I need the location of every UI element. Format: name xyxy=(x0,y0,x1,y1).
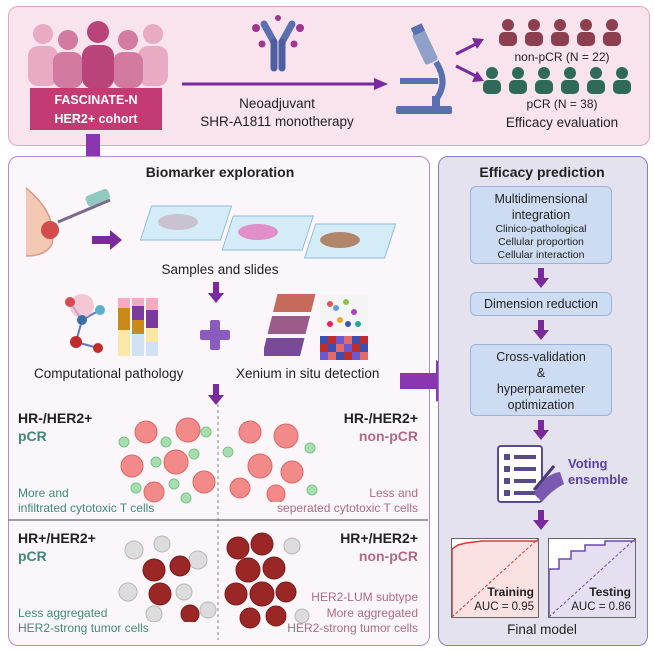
training-roc-plot: Training AUC = 0.95 xyxy=(451,538,539,618)
top-flow-arrow xyxy=(182,78,388,90)
integration-title-line2: integration xyxy=(511,208,571,222)
plus-icon xyxy=(200,320,230,350)
integration-title-line1: Multidimensional xyxy=(494,192,588,206)
q1-response-label: pCR xyxy=(18,428,47,444)
samples-label: Samples and slides xyxy=(161,262,279,277)
q4-response-label: non-pCR xyxy=(358,548,418,564)
training-label: Training xyxy=(487,585,534,599)
xenium-label: Xenium in situ detection xyxy=(236,366,380,381)
microscope-icon xyxy=(396,23,452,114)
dimension-reduction-box: Dimension reduction xyxy=(470,292,612,316)
q4-subtype-label: HR+/HER2+ xyxy=(340,530,418,546)
samples-down-arrow xyxy=(208,282,224,303)
treatment-label: Neoadjuvant SHR-A1811 monotherapy xyxy=(192,95,362,131)
efficacy-evaluation-label: Efficacy evaluation xyxy=(505,115,619,130)
cv-line4: optimization xyxy=(507,398,575,412)
integration-item-3: Cellular interaction xyxy=(497,249,585,261)
voting-line1: Voting xyxy=(568,456,608,471)
q1-cells-illustration xyxy=(118,417,216,504)
q2-response-label: non-pCR xyxy=(358,428,418,444)
integration-item-2: Cellular proportion xyxy=(498,236,584,248)
flow-arrow-4 xyxy=(533,510,549,530)
training-auc: AUC = 0.95 xyxy=(474,601,534,613)
testing-roc-plot: Testing AUC = 0.86 xyxy=(548,538,636,618)
cell-network-icon xyxy=(65,294,105,353)
flow-arrow-1 xyxy=(533,268,549,288)
testing-auc: AUC = 0.86 xyxy=(571,601,631,613)
testing-label: Testing xyxy=(589,585,631,599)
flow-arrow-2 xyxy=(533,320,549,340)
xenium-tissue-stack-icon xyxy=(264,294,316,356)
pcr-count-label: pCR (N = 38) xyxy=(526,97,598,111)
cross-validation-box: Cross-validation & hyperparameter optimi… xyxy=(470,344,612,416)
quadrant-dividers xyxy=(8,404,428,640)
q3-response-label: pCR xyxy=(18,548,47,564)
xenium-umap-icon xyxy=(320,294,368,332)
cohort-line2: HER2+ cohort xyxy=(54,112,138,126)
q3-subtype-label: HR+/HER2+ xyxy=(18,530,96,546)
integration-item-1: Clinico-pathological xyxy=(495,223,587,235)
cv-line2: & xyxy=(536,366,546,380)
antibody-drug-conjugate-icon xyxy=(252,15,304,72)
q1-subtype-label: HR-/HER2+ xyxy=(18,410,93,426)
biomarker-title: Biomarker exploration xyxy=(145,164,295,180)
stacked-bar-icon xyxy=(118,298,158,356)
q4-description: More aggregated HER2-strong tumor cells xyxy=(238,606,418,636)
prediction-title: Efficacy prediction xyxy=(479,164,605,180)
q2-desc-line2: seperated cytotoxic T cells xyxy=(277,501,418,515)
cv-line3: hyperparameter xyxy=(496,382,586,396)
q4-desc-line1: More aggregated xyxy=(326,606,418,620)
q3-desc-line1: Less aggregated xyxy=(18,606,108,620)
patient-crowd-icon xyxy=(28,21,168,89)
q2-subtype-label: HR-/HER2+ xyxy=(343,410,418,426)
integration-box: Multidimensional integration Clinico-pat… xyxy=(470,186,612,264)
q4-desc-line2: HER2-strong tumor cells xyxy=(287,621,418,635)
cohort-line1: FASCINATE-N xyxy=(54,93,138,107)
q1-description: More and infiltrated cytotoxic T cells xyxy=(18,486,154,516)
q3-desc-line2: HER2-strong tumor cells xyxy=(18,621,149,635)
npcr-count-label: non-pCR (N = 22) xyxy=(514,50,610,64)
voting-ensemble-label: Voting ensemble xyxy=(568,456,628,488)
treatment-line1: Neoadjuvant xyxy=(239,96,315,111)
tissue-slides-icon xyxy=(139,205,397,259)
outcome-split-arrows xyxy=(455,38,484,82)
q1-desc-line2: infiltrated cytotoxic T cells xyxy=(18,501,155,515)
q4-subtype-note: HER2-LUM subtype xyxy=(311,590,418,604)
computational-pathology-label: Computational pathology xyxy=(34,366,184,381)
q4-cells-illustration xyxy=(224,532,310,629)
breast-biopsy-icon xyxy=(25,187,122,257)
final-model-label: Final model xyxy=(507,622,577,637)
q3-description: Less aggregated HER2-strong tumor cells xyxy=(18,606,149,636)
methods-down-arrow xyxy=(208,384,224,405)
voting-ballot-icon xyxy=(497,445,564,503)
npcr-patients-icon xyxy=(499,19,621,46)
q2-cells-illustration xyxy=(222,420,318,502)
testing-roc-curve xyxy=(549,539,635,617)
flow-arrow-3 xyxy=(533,420,549,440)
q3-cells-illustration xyxy=(118,535,217,622)
pcr-patients-icon xyxy=(483,67,631,94)
q1-desc-line1: More and xyxy=(18,486,69,500)
cohort-label-box: FASCINATE-N HER2+ cohort xyxy=(30,88,162,130)
voting-line2: ensemble xyxy=(568,472,628,487)
training-roc-curve xyxy=(452,539,538,617)
cv-line1: Cross-validation xyxy=(496,350,586,364)
q2-desc-line1: Less and xyxy=(369,486,418,500)
treatment-line2: SHR-A1811 monotherapy xyxy=(200,114,354,129)
xenium-heatmap-icon xyxy=(320,336,368,360)
q2-description: Less and seperated cytotoxic T cells xyxy=(238,486,418,516)
